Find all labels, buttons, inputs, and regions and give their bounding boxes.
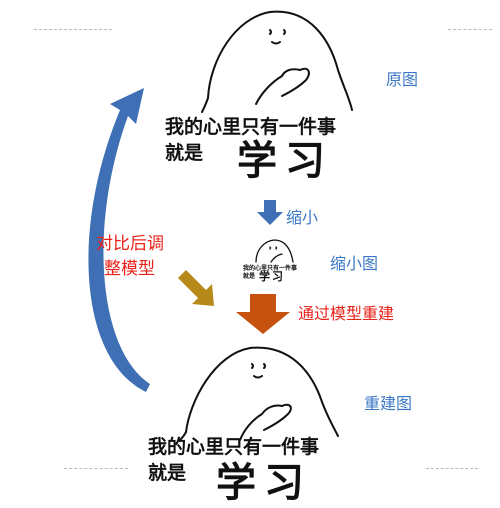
rebuilt-caption-prefix: 就是 bbox=[148, 462, 187, 484]
top-right-divider bbox=[448, 29, 492, 30]
thumbnail-label: 缩小图 bbox=[330, 254, 379, 273]
shrink-down-arrow bbox=[257, 200, 283, 225]
original-caption-prefix: 就是 bbox=[165, 142, 204, 164]
original-character-drawing bbox=[201, 10, 353, 113]
rebuilt-caption-line1: 我的心里只有一件事 bbox=[148, 436, 320, 458]
thumbnail-caption-line1: 我的心里只有一件事 bbox=[243, 265, 298, 272]
original-caption-big: 学习 bbox=[237, 138, 333, 184]
bottom-right-divider bbox=[426, 468, 478, 469]
rebuilt-caption-big: 学习 bbox=[216, 460, 312, 506]
thumbnail-caption-big: 学习 bbox=[259, 270, 285, 283]
top-left-divider bbox=[34, 29, 112, 30]
rebuild-label: 通过模型重建 bbox=[298, 304, 395, 323]
original-caption-line1: 我的心里只有一件事 bbox=[165, 116, 337, 138]
adjust-model-label-line1: 对比后调 bbox=[96, 234, 164, 254]
thumbnail-character-drawing bbox=[255, 239, 294, 263]
rebuild-down-arrow bbox=[236, 294, 290, 334]
adjust-model-label-line2: 整模型 bbox=[104, 259, 155, 279]
original-image-label: 原图 bbox=[386, 70, 419, 89]
rebuilt-image-label: 重建图 bbox=[364, 394, 413, 413]
shrink-label: 缩小 bbox=[286, 208, 319, 227]
feedback-curved-arrow bbox=[88, 88, 150, 392]
rebuilt-character-drawing bbox=[179, 346, 339, 441]
adjust-diagonal-arrow bbox=[178, 270, 214, 306]
bottom-left-divider bbox=[64, 468, 128, 469]
thumbnail-caption-prefix: 就是 bbox=[243, 273, 256, 280]
